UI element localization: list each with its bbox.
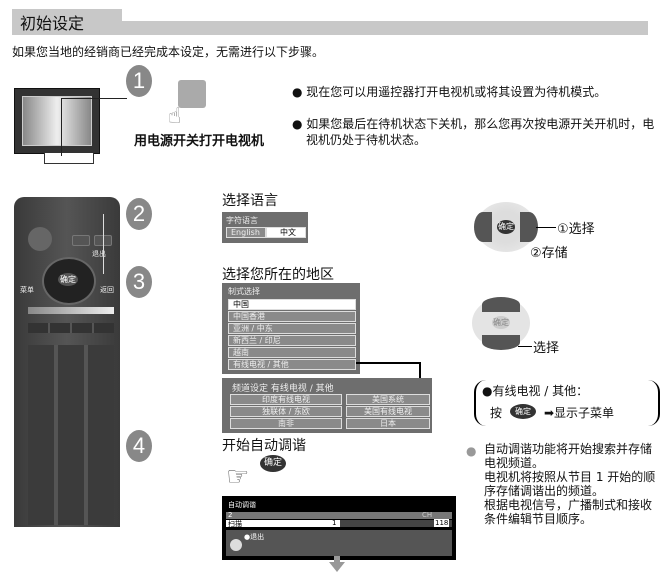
channel-option[interactable]: 美国系统 (346, 394, 430, 405)
dpad-up-down-icon: 确定 (472, 297, 530, 350)
tv-stand (44, 152, 94, 164)
region-option[interactable]: 中国香港 (228, 311, 356, 322)
step-4-badge: 4 (126, 430, 152, 462)
language-option[interactable]: 中文 (266, 227, 306, 238)
select-label: ①选择 (557, 222, 595, 237)
header-bar (12, 21, 648, 35)
cable-note: ●有线电视 / 其他： 按 确定 ➡显示子菜单 (474, 380, 660, 426)
region-heading: 选择您所在的地区 (222, 267, 334, 283)
hand-icon: ☝ (168, 104, 182, 129)
step1-bullet: ● 现在您可以用遥控器打开电视机或将其设置为待机模式。 (292, 85, 607, 99)
channel-option[interactable]: 印度有线电视 (230, 394, 342, 405)
region-option[interactable]: 新西兰 / 印尼 (228, 335, 356, 346)
channel-option[interactable]: 独联体 / 东欧 (230, 406, 342, 417)
scan-progress-bar (226, 520, 340, 527)
select-label-2: 选择 (533, 341, 560, 356)
region-option[interactable]: 亚洲 / 中东 (228, 323, 356, 334)
channel-option[interactable]: 日本 (346, 418, 430, 429)
channel-option[interactable]: 南非 (230, 418, 342, 429)
step-3-badge: 3 (126, 266, 152, 298)
ok-button-icon: 确定 (260, 455, 286, 472)
intro-text: 如果您当地的经销商已经完成本设定，无需进行以下步骤。 (12, 45, 325, 59)
store-label: ②存储 (530, 246, 568, 261)
language-box: 字符语言 English 中文 (222, 212, 308, 243)
autotune-box: 自动调谐 2 CH 扫描 1 118 ●退出 (222, 496, 456, 560)
step1-label: 用电源开关打开电视机 (134, 134, 265, 149)
dpad-left-right-icon: 确定 (474, 202, 538, 252)
autotune-note: 自动调谐功能将开始搜索并存储电视频道。 电视机将按照从节目 1 开始的顺序存储调… (484, 442, 656, 526)
region-box: 制式选择 中国 中国香港 亚洲 / 中东 新西兰 / 印尼 越南 有线电视 / … (222, 283, 360, 374)
power-switch (178, 80, 206, 108)
language-heading: 选择语言 (222, 193, 278, 209)
step-2-badge: 2 (126, 198, 152, 230)
channel-option[interactable]: 美国有线电视 (346, 406, 430, 417)
tv-illustration (14, 88, 100, 154)
header-tab (12, 9, 122, 35)
hand-icon: ☞ (226, 462, 250, 492)
region-option[interactable]: 有线电视 / 其他 (228, 359, 356, 370)
step-1-badge: 1 (126, 65, 152, 97)
region-option[interactable]: 越南 (228, 347, 356, 358)
channel-box: 频道设定 有线电视 / 其他 印度有线电视 美国系统 独联体 / 东欧 美国有线… (222, 378, 432, 433)
remote-control: 退出 菜单 返回 确定 (14, 197, 120, 527)
language-option[interactable]: English (226, 227, 266, 238)
autotune-heading: 开始自动调谐 (222, 438, 306, 454)
page-title: 初始设定 (20, 14, 85, 33)
arrow-down-icon (329, 562, 345, 572)
region-option[interactable]: 中国 (228, 299, 356, 310)
step1-bullet: ● 如果您最后在待机状态下关机，那么您再次按电源开关开机时，电视机仍处于待机状态… (292, 117, 655, 147)
